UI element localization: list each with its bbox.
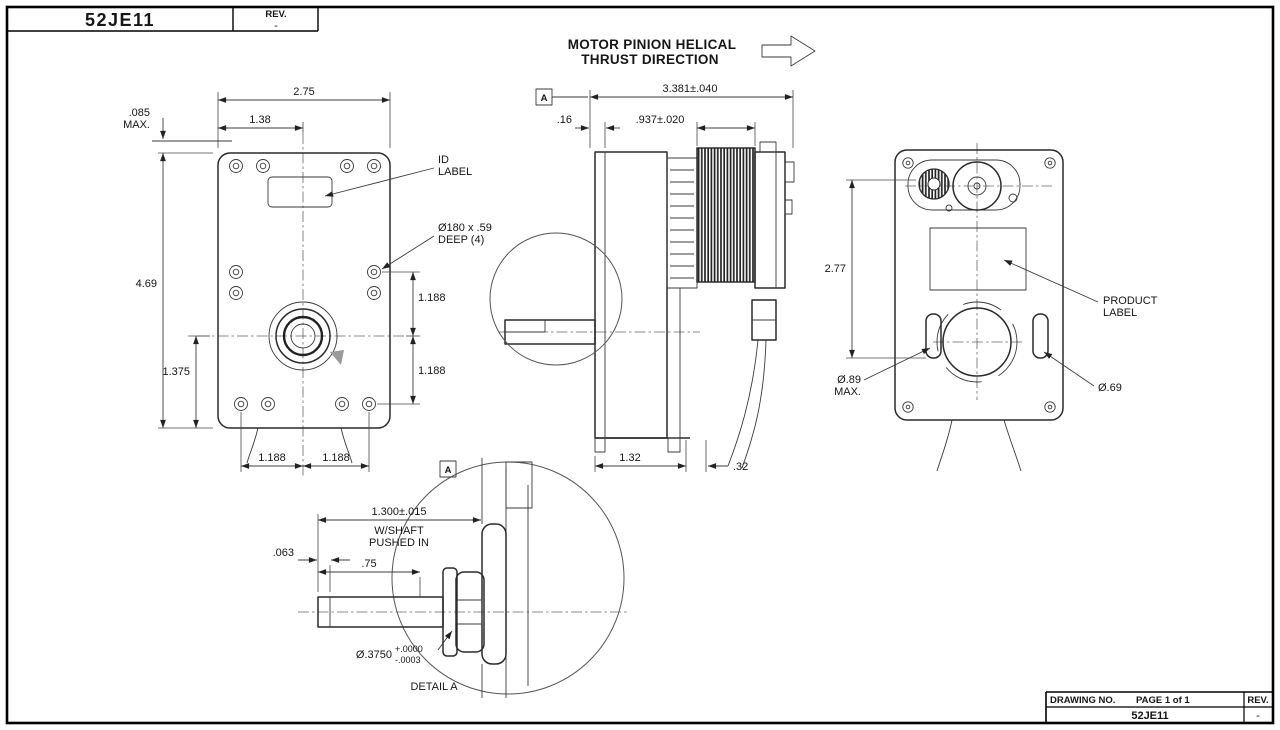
id-label-note-line2: LABEL: [438, 166, 472, 178]
dim-front-right-upper: 1.188: [418, 292, 446, 304]
sheet-border: [5, 5, 1275, 725]
dim-rear-hole: Ø.69: [1098, 382, 1122, 394]
title-block-bottom: DRAWING NO. PAGE 1 of 1 REV. 52JE11 -: [1045, 691, 1272, 722]
dim-side-stack: .937±.020: [636, 114, 685, 126]
lamination-stack: [696, 147, 756, 283]
dim-front-height: 4.69: [136, 278, 157, 290]
rev-value: -: [274, 20, 278, 32]
footer-drawing-no-value: 52JE11: [1131, 710, 1168, 722]
footer-page-label: PAGE 1 of 1: [1136, 695, 1190, 706]
dim-rear-boss: Ø.89: [837, 374, 861, 386]
dim-detail-diameter-tol-plus: +.0000: [395, 644, 423, 654]
rear-view: [894, 143, 1064, 472]
detail-datum-a-flag: A: [445, 465, 452, 476]
datum-a-flag: A: [541, 93, 548, 104]
heading-line2: THRUST DIRECTION: [581, 52, 719, 67]
dim-rear-height: 2.77: [825, 263, 846, 275]
rev-label: REV.: [265, 9, 286, 20]
detail-a-dimensions: A 1.300±.015 W/SHAFT PUSHED IN .063 .75 …: [273, 460, 481, 693]
id-label-note-line1: ID: [438, 154, 449, 166]
detail-a-view: [298, 458, 628, 698]
dim-front-width: 2.75: [293, 86, 314, 98]
dim-front-bottom-left: 1.188: [258, 452, 286, 464]
dim-side-overall: 3.381±.040: [663, 83, 718, 95]
dim-front-shaft-height: 1.375: [162, 366, 190, 378]
dim-side-rear: .32: [733, 461, 748, 473]
dim-detail-shaft-len-note2: PUSHED IN: [369, 537, 429, 549]
dim-detail-exposed: .75: [361, 558, 376, 570]
dim-side-face: .16: [557, 114, 572, 126]
dim-detail-diameter-tol-minus: -.0003: [395, 655, 421, 665]
hole-note-line1: Ø180 x .59: [438, 222, 492, 234]
product-label-note-line2: LABEL: [1103, 307, 1137, 319]
front-view: [198, 133, 406, 478]
side-view: [489, 141, 795, 469]
thrust-direction-arrow-icon: [761, 35, 816, 67]
detail-a-caption: DETAIL A: [410, 681, 458, 693]
dim-front-half-width: 1.38: [249, 114, 270, 126]
heading-line1: MOTOR PINION HELICAL: [568, 37, 737, 52]
footer-drawing-no-label: DRAWING NO.: [1050, 695, 1115, 706]
dim-detail-chamfer: .063: [273, 547, 294, 559]
rotation-arrow-icon: [330, 350, 344, 365]
dim-rear-boss-qual: MAX.: [834, 386, 861, 398]
dim-front-bottom-right: 1.188: [322, 452, 350, 464]
dim-front-top-gap: .085: [129, 107, 150, 119]
part-number: 52JE11: [85, 10, 155, 30]
product-label-note-line1: PRODUCT: [1103, 295, 1158, 307]
dim-side-base: 1.32: [619, 452, 640, 464]
rear-view-dimensions: 2.77 PRODUCT LABEL Ø.89 MAX. Ø.69: [825, 179, 1158, 398]
dim-front-right-lower: 1.188: [418, 365, 446, 377]
title-block-top: 52JE11 REV. -: [8, 8, 319, 32]
hole-note-line2: DEEP (4): [438, 234, 484, 246]
front-view-dimensions: 2.75 1.38 .085 MAX. 4.69 1.375 1.188 1.1…: [123, 86, 492, 472]
footer-rev-value: -: [1256, 710, 1260, 722]
footer-rev-label: REV.: [1247, 695, 1268, 706]
dim-detail-diameter: Ø.3750: [356, 649, 392, 661]
side-view-dimensions: A 3.381±.040 .16 .937±.020 1.32 .32: [535, 83, 794, 473]
drawing-heading: MOTOR PINION HELICAL THRUST DIRECTION: [568, 35, 816, 67]
dim-front-top-gap-qual: MAX.: [123, 119, 150, 131]
dim-detail-shaft-len-note1: W/SHAFT: [374, 525, 424, 537]
dim-detail-shaft-len: 1.300±.015: [372, 506, 427, 518]
